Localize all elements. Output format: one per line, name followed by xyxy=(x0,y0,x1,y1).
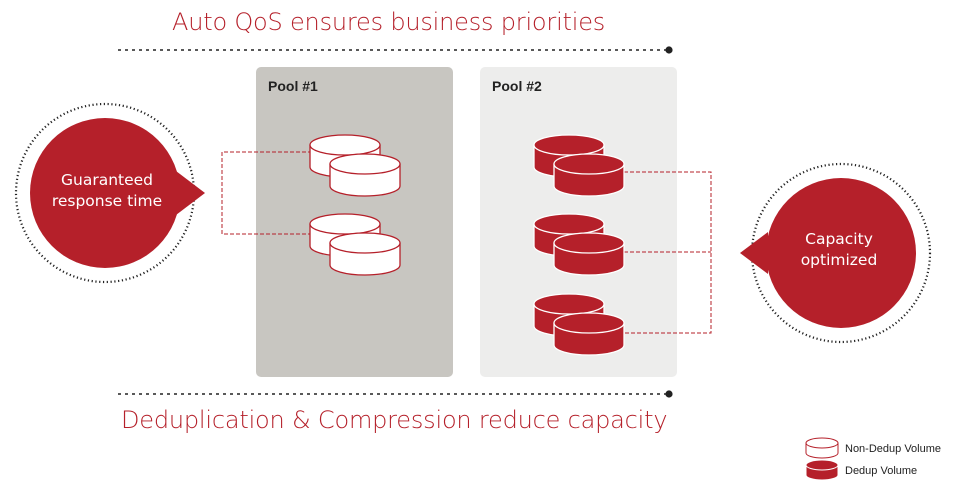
left-callout xyxy=(14,102,205,284)
legend-non-dedup-icon xyxy=(805,437,839,459)
right-callout-line-1: Capacity xyxy=(805,230,873,248)
pool-2-label: Pool #2 xyxy=(492,78,542,94)
top-rule-end-dot xyxy=(665,46,673,54)
right-callout-label: Capacity optimized xyxy=(772,229,906,271)
bottom-title: Deduplication & Compression reduce capac… xyxy=(121,406,668,434)
legend-non-dedup-label: Non-Dedup Volume xyxy=(845,443,942,455)
legend-dedup-icon xyxy=(805,459,839,481)
legend-dedup-label: Dedup Volume xyxy=(845,465,918,477)
right-connector xyxy=(612,171,712,334)
right-callout-line-2: optimized xyxy=(800,251,878,269)
left-callout-line-1: Guaranteed xyxy=(60,171,154,189)
right-callout xyxy=(740,162,932,344)
top-title: Auto QoS ensures business priorities xyxy=(172,8,606,36)
pool-1-label: Pool #1 xyxy=(268,78,318,94)
left-callout-label: Guaranteed response time xyxy=(36,170,178,212)
left-callout-line-2: response time xyxy=(51,192,163,210)
bottom-rule-end-dot xyxy=(665,390,673,398)
left-connector xyxy=(221,151,312,235)
